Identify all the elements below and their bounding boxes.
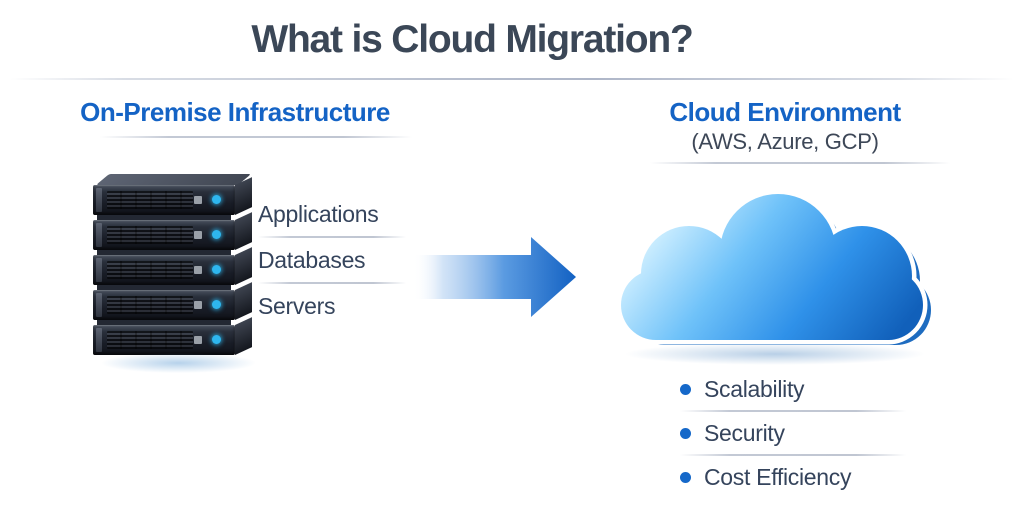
vent-grille-icon [107,226,193,244]
benefits-list: Scalability Security Cost Efficiency [680,370,906,496]
label-divider [258,236,406,238]
onprem-component-list: Applications Databases Servers [258,194,406,326]
bullet-icon [680,471,691,483]
rack-shadow [71,349,286,377]
cloud-subheading: (AWS, Azure, GCP) [691,129,879,154]
title-divider [0,78,1024,80]
vent-grille-icon [107,296,193,314]
server-unit-side [235,282,252,320]
rack-top-face [96,174,252,185]
power-button-icon [194,301,202,309]
migration-arrow-icon [413,237,576,317]
server-unit-face [93,220,235,250]
benefit-label: Scalability [704,376,805,402]
power-button-icon [194,336,202,344]
benefit-item-cost-efficiency: Cost Efficiency [680,458,906,496]
cloud-network-icon [603,178,931,365]
vent-grille-icon [107,261,193,279]
bullet-icon [680,427,691,439]
page-title: What is Cloud Migration? [251,18,694,61]
onprem-heading: On-Premise Infrastructure [80,97,390,127]
benefit-item-scalability: Scalability [680,370,906,408]
server-rack-icon [71,174,286,377]
led-indicator-icon [212,230,221,239]
onprem-heading-divider [100,136,412,138]
server-unit-face [93,290,235,320]
server-unit-side [235,212,252,250]
benefit-label: Cost Efficiency [704,464,852,490]
led-indicator-icon [212,300,221,309]
server-unit-side [235,247,252,285]
server-unit-face [93,255,235,285]
vent-grille-icon [107,331,193,349]
list-item-databases: Databases [258,247,366,273]
server-unit [93,177,252,215]
cloud-heading: Cloud Environment [669,97,901,127]
benefit-label: Security [704,420,785,446]
benefit-divider [680,410,906,412]
server-unit [93,212,252,250]
server-unit-face [93,185,235,215]
vent-grille-icon [107,191,193,209]
led-indicator-icon [212,335,221,344]
power-button-icon [194,196,202,204]
list-item-applications: Applications [258,201,379,227]
power-button-icon [194,231,202,239]
power-button-icon [194,266,202,274]
server-unit-side [235,177,252,215]
led-indicator-icon [212,265,221,274]
server-unit [93,247,252,285]
cloud-heading-divider [650,162,950,164]
server-unit [93,282,252,320]
benefit-divider [680,454,906,456]
list-item-servers: Servers [258,293,336,319]
benefit-item-security: Security [680,414,906,452]
label-divider [258,282,406,284]
led-indicator-icon [212,195,221,204]
bullet-icon [680,383,691,395]
